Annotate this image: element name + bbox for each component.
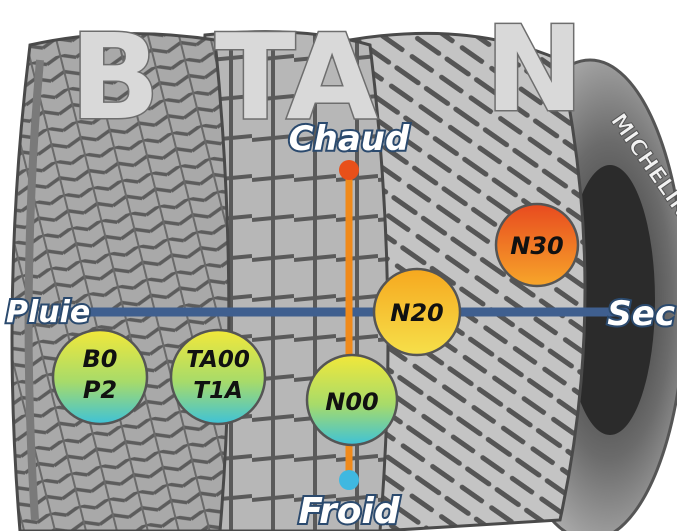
compound-label-line: T1A — [193, 378, 243, 404]
compound-label-line: TA00 — [186, 347, 250, 373]
compound-n00: N00 — [305, 353, 399, 447]
title-letter-n: N — [485, 0, 584, 138]
compound-bubbles: B0 P2 TA00 T1A N00 N20 N30 — [51, 202, 580, 447]
compound-b0-p2: B0 P2 — [51, 328, 149, 426]
axis-labels: Chaud Froid Pluie Sec — [4, 117, 677, 531]
compound-label-line: N20 — [390, 299, 443, 327]
compound-n20: N20 — [372, 267, 462, 357]
hot-marker — [339, 160, 359, 180]
compound-label-line: B0 — [83, 345, 118, 373]
title-letters: B TA N — [69, 0, 586, 148]
title-letter-ta: TA — [215, 8, 378, 146]
cold-marker — [339, 470, 359, 490]
compound-label-line: N30 — [510, 232, 563, 260]
title-letter-b: B — [70, 8, 160, 146]
axis-label-wet: Pluie — [6, 295, 90, 330]
axis-label-dry: Sec — [607, 294, 675, 334]
compound-label-line: N00 — [325, 388, 378, 416]
compound-label-line: P2 — [83, 376, 117, 404]
axis-label-cold: Froid — [298, 491, 400, 531]
axis-label-hot: Chaud — [289, 119, 410, 159]
compound-n30: N30 — [494, 202, 580, 288]
compound-ta00-t1a: TA00 T1A — [169, 328, 267, 426]
